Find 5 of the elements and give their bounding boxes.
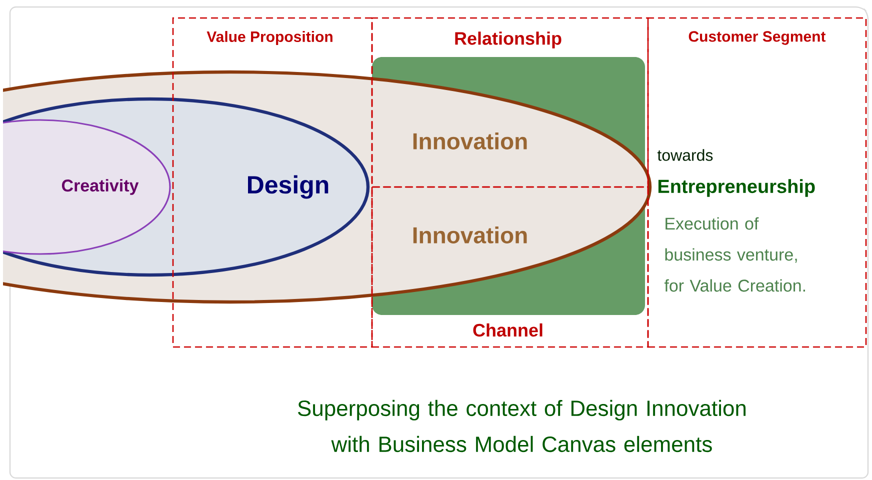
canvas-block: Innovation Channel xyxy=(371,186,649,348)
canvas-block: Relationship Innovation xyxy=(371,17,649,188)
canvas-block: Value Proposition Design xyxy=(172,17,373,348)
canvas-block: Customer Segment towards Entrepreneurship Execution of business venture, for Value Creation. xyxy=(647,17,867,348)
caption: Superposing the context of Design Innovation with Business Model Canvas elements xyxy=(298,400,746,452)
